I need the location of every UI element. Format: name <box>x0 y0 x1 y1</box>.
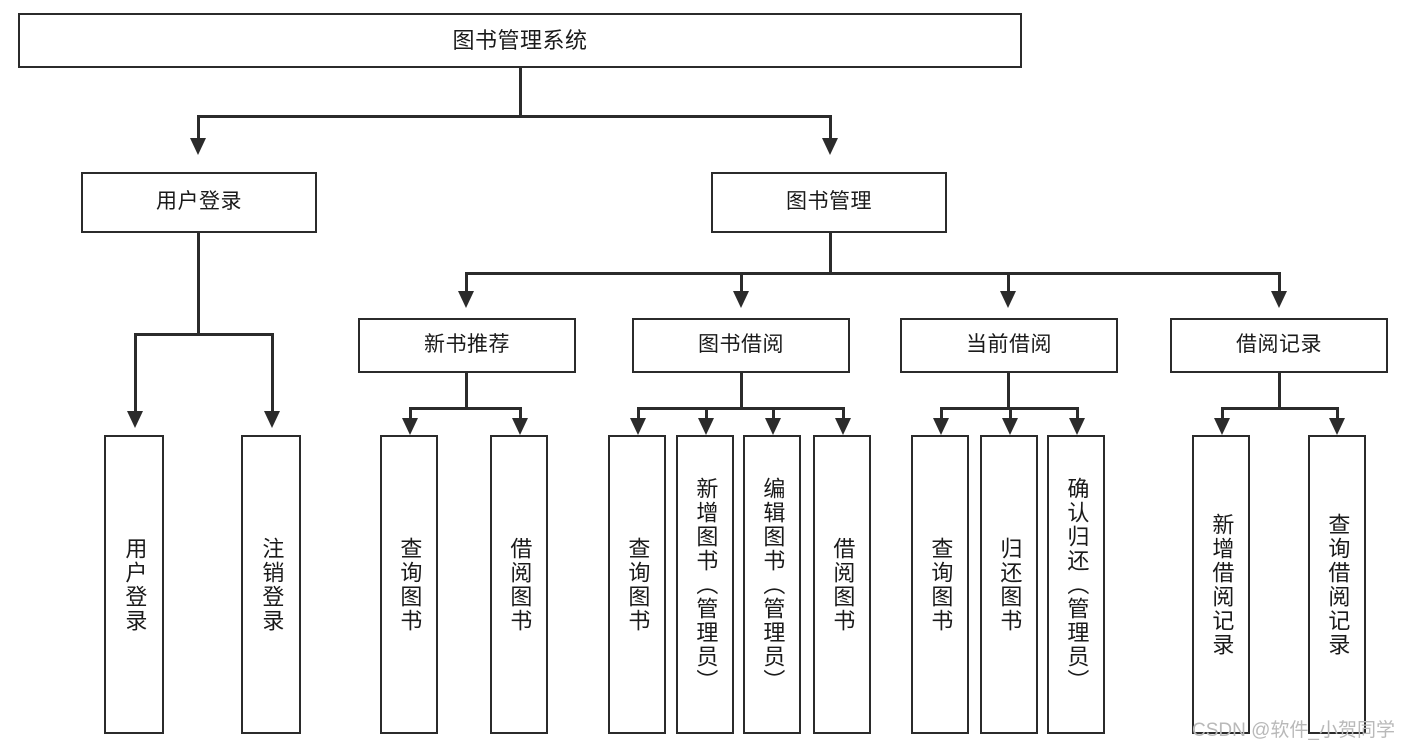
arrow-book-borrow <box>733 291 749 308</box>
arrow-cb-confirm-return <box>1069 418 1085 435</box>
connector-drop-leaf-user-login <box>134 333 137 413</box>
arrow-bb-borrow-book <box>835 418 851 435</box>
leaf-label: 注销登录 <box>259 536 285 633</box>
connector-drop-book-borrow <box>740 272 743 294</box>
node-borrow-record[interactable]: 借阅记录 <box>1170 318 1388 373</box>
node-user-login[interactable]: 用户登录 <box>81 172 317 233</box>
connector-drop-borrow-record <box>1278 272 1281 294</box>
node-book-management[interactable]: 图书管理 <box>711 172 947 233</box>
leaf-label: 用户登录 <box>122 536 148 633</box>
connector-borrow-record-stem <box>1278 373 1281 407</box>
arrow-cb-return-book <box>1002 418 1018 435</box>
leaf-br-query-record[interactable]: 查询借阅记录 <box>1308 435 1366 734</box>
connector-drop-bb-query <box>637 407 640 421</box>
leaf-nb-query-book[interactable]: 查询图书 <box>380 435 438 734</box>
connector-drop-nb-borrow <box>519 407 522 421</box>
leaf-bb-add-book[interactable]: 新增图书（管理员） <box>676 435 734 734</box>
leaf-label: 编辑图书（管理员） <box>760 476 786 693</box>
csdn-watermark: CSDN @软件_小贺同学 <box>1192 720 1395 741</box>
leaf-label: 新增图书（管理员） <box>693 476 719 693</box>
node-current-borrow[interactable]: 当前借阅 <box>900 318 1118 373</box>
leaf-logout[interactable]: 注销登录 <box>241 435 301 734</box>
connector-book-borrow-bus <box>637 407 844 410</box>
arrow-leaf-user-login <box>127 411 143 428</box>
leaf-bb-borrow-book[interactable]: 借阅图书 <box>813 435 871 734</box>
connector-drop-current-borrow <box>1007 272 1010 294</box>
arrow-br-add-record <box>1214 418 1230 435</box>
leaf-label: 查询图书 <box>928 536 954 633</box>
connector-book-borrow-stem <box>740 373 743 407</box>
connector-root-stem <box>519 68 522 115</box>
connector-user-login-bus <box>134 333 273 336</box>
leaf-bb-edit-book[interactable]: 编辑图书（管理员） <box>743 435 801 734</box>
node-label: 当前借阅 <box>966 333 1052 357</box>
arrow-current-borrow <box>1000 291 1016 308</box>
arrow-cb-query-book <box>933 418 949 435</box>
connector-drop-leaf-logout <box>271 333 274 413</box>
connector-drop-new-book <box>465 272 468 294</box>
leaf-label: 查询借阅记录 <box>1325 512 1351 657</box>
node-label: 借阅记录 <box>1236 333 1322 357</box>
arrow-nb-query-book <box>402 418 418 435</box>
leaf-cb-confirm-return[interactable]: 确认归还（管理员） <box>1047 435 1105 734</box>
arrow-nb-borrow-book <box>512 418 528 435</box>
arrow-bb-query-book <box>630 418 646 435</box>
arrow-bb-add-book <box>698 418 714 435</box>
leaf-label: 借阅图书 <box>507 536 533 633</box>
connector-borrow-record-bus <box>1221 407 1338 410</box>
arrow-bb-edit-book <box>765 418 781 435</box>
arrow-book-management <box>822 138 838 155</box>
leaf-br-add-record[interactable]: 新增借阅记录 <box>1192 435 1250 734</box>
arrow-user-login <box>190 138 206 155</box>
node-label: 图书管理 <box>786 190 872 214</box>
node-new-book-recommend[interactable]: 新书推荐 <box>358 318 576 373</box>
arrow-br-query-record <box>1329 418 1345 435</box>
connector-drop-bb-edit <box>772 407 775 421</box>
leaf-bb-query-book[interactable]: 查询图书 <box>608 435 666 734</box>
connector-drop-nb-query <box>409 407 412 421</box>
node-label: 图书借阅 <box>698 333 784 357</box>
connector-level2-bus <box>465 272 1280 275</box>
node-book-borrow[interactable]: 图书借阅 <box>632 318 850 373</box>
leaf-cb-return-book[interactable]: 归还图书 <box>980 435 1038 734</box>
arrow-leaf-logout <box>264 411 280 428</box>
leaf-label: 新增借阅记录 <box>1209 512 1235 657</box>
node-label: 图书管理系统 <box>452 27 588 53</box>
leaf-user-login[interactable]: 用户登录 <box>104 435 164 734</box>
arrow-new-book-recommend <box>458 291 474 308</box>
connector-drop-br-query <box>1336 407 1339 421</box>
connector-drop-book-management <box>829 115 832 142</box>
leaf-nb-borrow-book[interactable]: 借阅图书 <box>490 435 548 734</box>
connector-drop-br-add <box>1221 407 1224 421</box>
node-label: 新书推荐 <box>424 333 510 357</box>
node-root-book-management-system[interactable]: 图书管理系统 <box>18 13 1022 68</box>
connector-user-login-stem <box>197 233 200 333</box>
node-label: 用户登录 <box>156 190 242 214</box>
leaf-label: 确认归还（管理员） <box>1064 476 1090 693</box>
connector-drop-bb-add <box>705 407 708 421</box>
connector-new-book-stem <box>465 373 468 407</box>
arrow-borrow-record <box>1271 291 1287 308</box>
leaf-label: 借阅图书 <box>830 536 856 633</box>
connector-new-book-bus <box>409 407 521 410</box>
connector-drop-cb-query <box>940 407 943 421</box>
leaf-label: 查询图书 <box>397 536 423 633</box>
connector-drop-bb-borrow <box>842 407 845 421</box>
connector-current-borrow-stem <box>1007 373 1010 407</box>
connector-drop-cb-confirm <box>1076 407 1079 421</box>
connector-drop-user-login <box>197 115 200 142</box>
leaf-label: 查询图书 <box>625 536 651 633</box>
connector-drop-cb-return <box>1009 407 1012 421</box>
connector-level1-bus <box>197 115 831 118</box>
connector-book-management-stem <box>829 233 832 272</box>
leaf-cb-query-book[interactable]: 查询图书 <box>911 435 969 734</box>
leaf-label: 归还图书 <box>997 536 1023 633</box>
